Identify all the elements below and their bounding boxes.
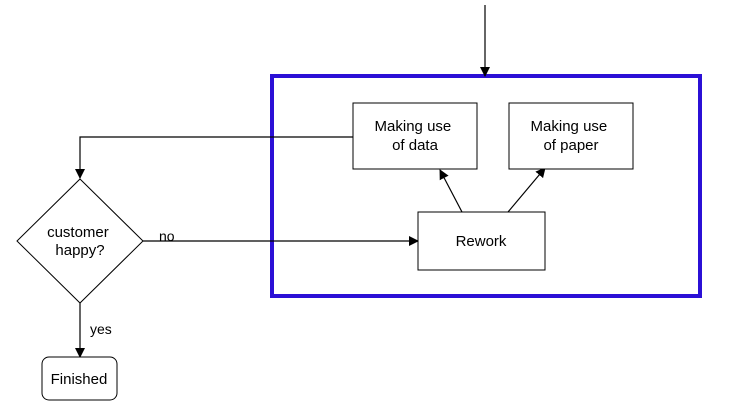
customer-happy-decision[interactable]: customer happy? (16, 178, 144, 304)
finished-node[interactable]: Finished (41, 356, 118, 401)
no-edge-label: no (159, 228, 175, 244)
rework-label: Rework (456, 233, 507, 250)
making-use-of-paper-line-1: Making use (531, 118, 608, 135)
svg-text:Making use of data: Making use of data (375, 118, 456, 154)
svg-text:Making use of paper: Making use of paper (531, 118, 612, 154)
yes-edge-label: yes (90, 321, 112, 337)
making-use-of-paper-line-2: of paper (543, 137, 598, 154)
finished-label: Finished (51, 371, 108, 388)
customer-happy-line-1: customer (47, 224, 109, 241)
customer-happy-line-2: happy? (55, 242, 104, 259)
svg-text:customer happy?: customer happy? (47, 224, 113, 259)
rework-to-data-arrow (439, 169, 463, 213)
making-use-of-data-node[interactable]: Making use of data (352, 102, 478, 170)
data-to-decision-arrow (75, 136, 353, 179)
rework-node[interactable]: Rework (417, 211, 546, 271)
making-use-of-data-line-1: Making use (375, 118, 452, 135)
making-use-of-data-line-2: of data (392, 137, 439, 154)
svg-text:Finished: Finished (51, 371, 108, 388)
making-use-of-paper-node[interactable]: Making use of paper (508, 102, 634, 170)
svg-text:Rework: Rework (456, 233, 507, 250)
rework-to-paper-arrow (507, 167, 546, 213)
